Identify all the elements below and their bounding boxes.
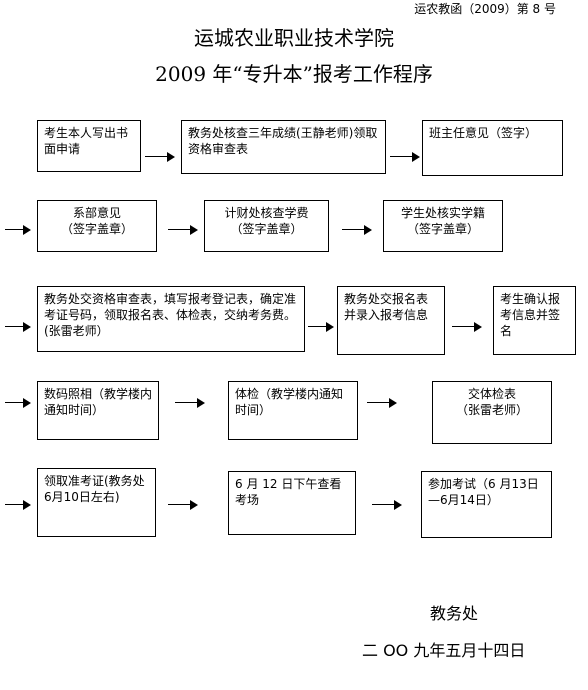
step-submit-qualification: 教务处交资格审查表，填写报考登记表，确定准考证号码，领取报名表、体检表，交纳考务… xyxy=(37,286,305,352)
flow-arrow xyxy=(390,152,420,162)
flow-arrow xyxy=(452,322,482,332)
flow-arrow xyxy=(5,322,31,332)
step-grade-check: 教务处核查三年成绩(王静老师)领取资格审查表 xyxy=(181,120,386,174)
step-admission-ticket: 领取准考证(教务处6月10日左右) xyxy=(37,468,156,537)
step-photo: 数码照相（教学楼内通知时间） xyxy=(37,381,159,440)
page-subtitle: 2009 年“专升本”报考工作程序 xyxy=(155,62,433,86)
step-department-opinion: 系部意见 （签字盖章） xyxy=(37,200,157,252)
flow-arrow xyxy=(168,225,198,235)
flow-arrow xyxy=(168,500,198,510)
page-title: 运城农业职业技术学院 xyxy=(194,26,394,50)
step-view-exam-room: 6 月 12 日下午查看考场 xyxy=(228,471,356,535)
flow-arrow xyxy=(372,500,402,510)
step-submit-registration: 教务处交报名表并录入报考信息 xyxy=(337,286,445,355)
flow-arrow xyxy=(367,398,397,408)
flow-arrow xyxy=(342,225,372,235)
signing-department: 教务处 xyxy=(430,604,479,623)
step-class-teacher-opinion: 班主任意见（签字） xyxy=(422,120,563,176)
step-written-application: 考生本人写出书面申请 xyxy=(37,120,141,172)
flow-arrow xyxy=(308,322,334,332)
step-tuition-check: 计财处核查学费 （签字盖章） xyxy=(204,200,329,252)
step-submit-medical-form: 交体检表 （张雷老师） xyxy=(432,381,552,444)
step-student-status-check: 学生处核实学籍 （签字盖章） xyxy=(383,200,503,252)
step-take-exam: 参加考试（6 月13日—6月14日） xyxy=(421,471,552,538)
flow-arrow xyxy=(5,500,31,510)
flow-arrow xyxy=(175,398,205,408)
flow-arrow xyxy=(5,398,31,408)
document-number: 运农教函（2009）第 8 号 xyxy=(414,2,556,16)
signing-date: 二 OO 九年五月十四日 xyxy=(362,641,526,660)
step-medical-exam: 体检（教学楼内通知时间） xyxy=(228,381,358,440)
step-confirm-info: 考生确认报考信息并签名 xyxy=(493,286,576,355)
flow-arrow xyxy=(5,225,31,235)
flow-arrow xyxy=(145,152,175,162)
